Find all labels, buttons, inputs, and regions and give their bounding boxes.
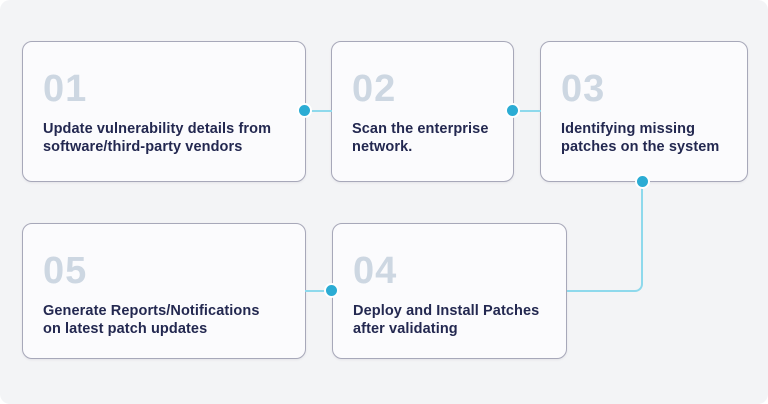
step-number: 05 bbox=[43, 250, 88, 292]
step-label: Identifying missing patches on the syste… bbox=[561, 121, 720, 155]
step-label: Deploy and Install Patches after validat… bbox=[353, 303, 540, 337]
step-number: 02 bbox=[352, 68, 397, 110]
step-card-05: 05 Generate Reports/Notifications on lat… bbox=[22, 223, 306, 359]
step-label: Update vulnerability details from softwa… bbox=[43, 121, 272, 155]
connector-elbow-step3-to-step4 bbox=[567, 182, 643, 292]
step-number: 04 bbox=[353, 250, 398, 292]
connector-dot-step1 bbox=[297, 103, 312, 118]
connector-dot-step2 bbox=[505, 103, 520, 118]
step-number: 01 bbox=[43, 68, 88, 110]
step-card-04: 04 Deploy and Install Patches after vali… bbox=[332, 223, 567, 359]
step-number: 03 bbox=[561, 68, 606, 110]
connector-line-step1-to-step2 bbox=[305, 110, 332, 112]
connector-line-step4-to-step5 bbox=[305, 290, 333, 292]
step-label: Generate Reports/Notifications on latest… bbox=[43, 303, 260, 337]
step-card-01: 01 Update vulnerability details from sof… bbox=[22, 41, 306, 182]
connector-line-step2-to-step3 bbox=[513, 110, 541, 112]
connector-dot-step3 bbox=[635, 174, 650, 189]
connector-dot-step4 bbox=[324, 283, 339, 298]
step-label: Scan the enterprise network. bbox=[352, 121, 489, 155]
step-card-02: 02 Scan the enterprise network. bbox=[331, 41, 514, 182]
step-card-03: 03 Identifying missing patches on the sy… bbox=[540, 41, 748, 182]
